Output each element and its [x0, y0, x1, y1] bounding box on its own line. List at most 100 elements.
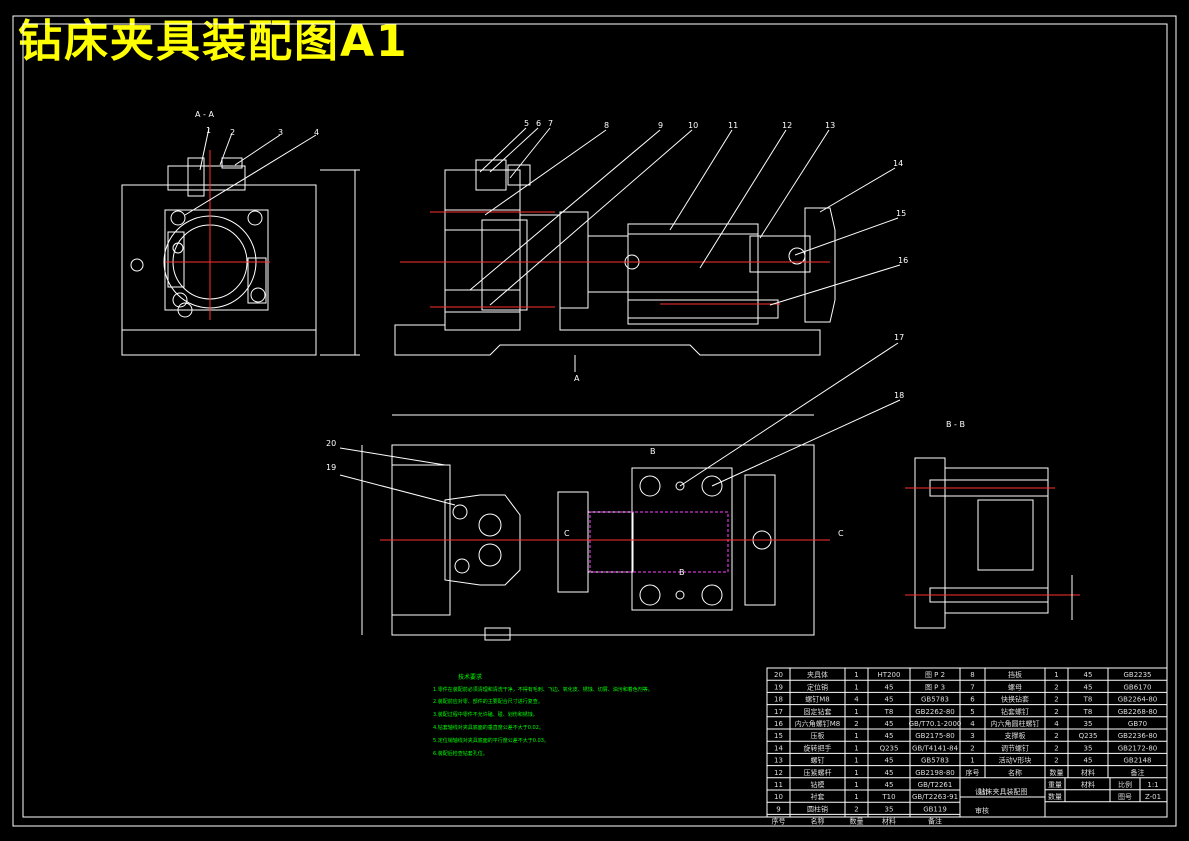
parts-cell: 2 — [854, 805, 858, 813]
notes-line: 4.钻套轴线对夹具底面的垂直度公差不大于0.02。 — [433, 724, 544, 731]
parts-cell: 1 — [854, 683, 858, 691]
plan-screw — [478, 543, 502, 567]
leader — [199, 127, 210, 171]
parts-cell: 压紧螺杆 — [804, 768, 832, 777]
parts-cell: GB2198-80 — [915, 769, 954, 777]
parts-cell: GB5783 — [921, 696, 949, 704]
callout-16: 16 — [898, 256, 908, 265]
callout-15: 15 — [896, 209, 906, 218]
parts-cell: 支撑板 — [1005, 731, 1026, 740]
leader — [489, 127, 539, 173]
parts-cell: 活动V形块 — [999, 756, 1032, 765]
parts-cell: 快换钻套 — [1001, 695, 1029, 704]
title-block-label: 审核 — [975, 806, 989, 815]
title-block-label: 重量 — [1048, 781, 1062, 789]
parts-cell: GB2172-80 — [1118, 744, 1157, 752]
leader — [794, 217, 899, 256]
callout-3: 3 — [278, 128, 283, 137]
leader — [234, 134, 281, 166]
parts-cell: GB/T70.1-2000 — [909, 720, 962, 728]
parts-cell: 5 — [970, 708, 974, 716]
parts-cell: 2 — [1054, 708, 1058, 716]
parts-cell: 螺母 — [1008, 682, 1022, 691]
leader — [184, 134, 317, 216]
callout-6: 6 — [536, 119, 541, 128]
aa-v-block — [167, 231, 185, 288]
callout-20: 20 — [326, 439, 336, 448]
parts-cell: 45 — [1084, 671, 1093, 679]
leader — [489, 129, 693, 306]
parts-cell: 1 — [970, 757, 974, 765]
parts-cell: 圆柱销 — [807, 804, 828, 813]
parts-cell: T8 — [1083, 696, 1093, 704]
parts-cell: 13 — [774, 757, 783, 765]
plan-pin — [675, 590, 685, 600]
main-collar — [559, 211, 589, 309]
section-bb-view: B - B — [905, 420, 1080, 629]
parts-cell: 2 — [1054, 696, 1058, 704]
parts-header-cell: 备注 — [1131, 768, 1145, 777]
callout-11: 11 — [728, 121, 738, 130]
title-block-label: 数量 — [1048, 792, 1062, 801]
plan-bottom-screw — [484, 627, 511, 641]
callout-2: 2 — [230, 128, 235, 137]
leader — [339, 447, 446, 466]
parts-cell: 2 — [970, 744, 974, 752]
callout-13: 13 — [825, 121, 835, 130]
parts-cell: 7 — [970, 683, 974, 691]
parts-cell: 钻套螺钉 — [1001, 707, 1029, 716]
parts-cell: 调节螺钉 — [1001, 743, 1029, 752]
parts-cell: 6 — [970, 696, 975, 704]
parts-cell: 12 — [774, 769, 783, 777]
parts-cell: 8 — [970, 671, 974, 679]
plan-bushing — [639, 475, 661, 497]
parts-cell: 45 — [885, 720, 894, 728]
parts-cell: GB70 — [1128, 720, 1147, 728]
parts-cell: 35 — [1084, 744, 1093, 752]
outer-border — [12, 15, 1177, 827]
leader — [484, 129, 607, 216]
leader — [679, 342, 899, 487]
parts-cell: 15 — [774, 732, 783, 740]
leader — [219, 132, 233, 166]
parts-cell: 2 — [854, 720, 858, 728]
plan-screw — [478, 513, 502, 537]
leader — [509, 127, 551, 179]
parts-cell: GB119 — [923, 805, 947, 813]
parts-header-cell: 数量 — [850, 817, 864, 826]
aa-screw — [247, 210, 263, 226]
parts-cell: 4 — [1054, 720, 1059, 728]
aa-screw — [170, 210, 186, 226]
parts-cell: 45 — [885, 757, 894, 765]
aa-screw — [172, 242, 184, 254]
parts-cell: GB/T2261 — [918, 781, 953, 789]
parts-cell: T10 — [881, 793, 895, 801]
leader — [711, 399, 901, 487]
parts-cell: 9 — [776, 805, 780, 813]
parts-cell: 衬套 — [811, 792, 825, 801]
parts-cell: 定位销 — [807, 682, 828, 691]
parts-cell: 1 — [854, 781, 858, 789]
parts-cell: T8 — [1083, 708, 1093, 716]
parts-cell: 4 — [970, 720, 975, 728]
mark-b-top: B — [650, 447, 656, 456]
parts-cell: 10 — [774, 793, 783, 801]
title-block-scale: 1:1 — [1147, 781, 1158, 789]
section-aa-label: A - A — [195, 110, 214, 119]
parts-cell: 挡板 — [1008, 670, 1022, 679]
title-block-label: 图号 — [1118, 793, 1132, 801]
parts-cell: GB2264-80 — [1118, 696, 1157, 704]
parts-cell: GB2175-80 — [915, 732, 954, 740]
parts-header-cell: 名称 — [811, 817, 825, 826]
mark-b-bottom: B — [679, 568, 685, 577]
parts-cell: 35 — [1084, 720, 1093, 728]
parts-cell: 2 — [1054, 683, 1058, 691]
aa-bushing — [187, 157, 205, 197]
parts-cell: Q235 — [880, 744, 899, 752]
mark-c-right: C — [838, 529, 844, 538]
aa-boss — [130, 258, 144, 272]
plan-clamp — [444, 494, 521, 586]
parts-cell: 35 — [885, 805, 894, 813]
aa-side-plate — [247, 257, 267, 304]
parts-cell: 45 — [885, 696, 894, 704]
